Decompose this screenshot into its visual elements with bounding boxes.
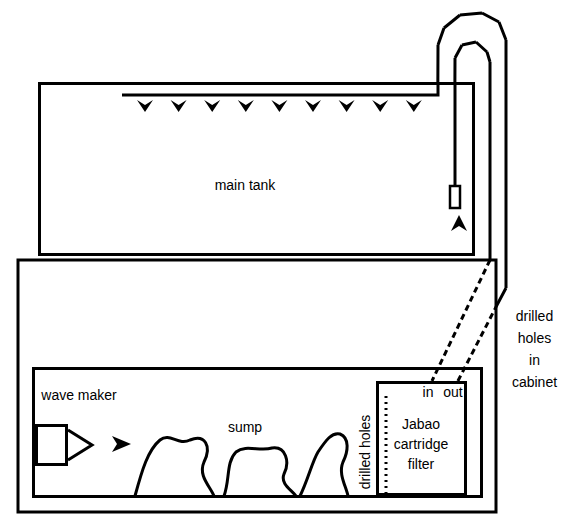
hole-label: drilled holes [357, 415, 373, 490]
box-title: main tank [215, 175, 276, 195]
box-title: sump [228, 417, 262, 437]
spray-arrows [137, 100, 422, 112]
cabinet-outline [18, 260, 496, 512]
flow-arrow [451, 215, 467, 231]
filter-box: inoutJabao cartridge filter [376, 381, 467, 496]
spray-arrow [238, 100, 254, 112]
hose-connector [438, 13, 506, 381]
spray-arrow [137, 100, 153, 112]
wave-maker-box: wave maker [35, 424, 68, 466]
spray-arrow [204, 100, 220, 112]
tank-box: main tank [38, 82, 475, 256]
sump-box: wave maker inoutJabao cartridge filter sum… [32, 367, 483, 498]
rock [224, 448, 296, 496]
spray-arrow [305, 100, 321, 112]
cabinet-note: drilled holes in cabinet [511, 305, 558, 393]
spray-arrow [171, 100, 187, 112]
intake-tube [454, 82, 457, 186]
drilled-holes-row [385, 396, 388, 494]
wave-maker-nozzle [68, 430, 92, 460]
intake-strainer [450, 186, 460, 208]
spray-arrow [339, 100, 355, 112]
spray-arrow [372, 100, 388, 112]
flow-arrow [112, 436, 131, 452]
box-text: Jabao cartridge filter [386, 414, 456, 474]
rock [135, 437, 214, 496]
hose-connector [432, 42, 490, 381]
rock [300, 434, 348, 496]
box-title: wave maker [41, 385, 116, 405]
spray-arrow [271, 100, 287, 112]
box-text: out [443, 382, 462, 402]
box-text: in [423, 382, 434, 402]
spray-arrow [406, 100, 422, 112]
